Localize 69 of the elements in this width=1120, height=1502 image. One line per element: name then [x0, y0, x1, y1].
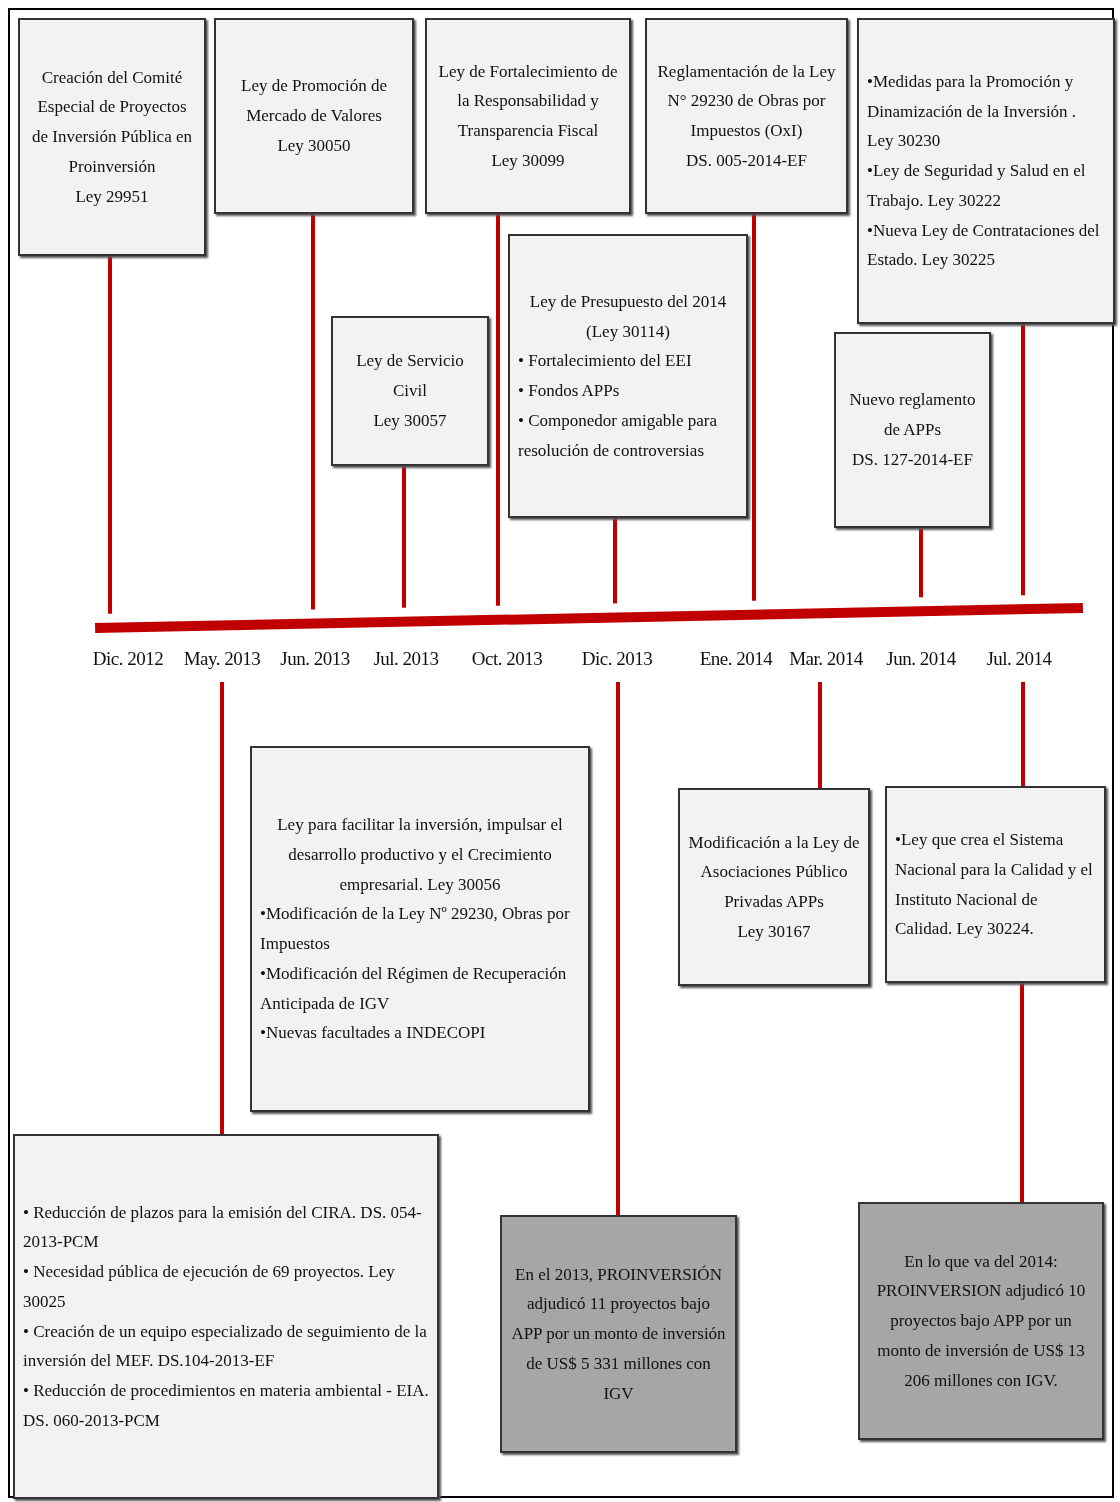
date-label: Jun. 2013	[275, 644, 355, 672]
law-box	[331, 316, 489, 466]
connector-line	[402, 466, 406, 608]
connector-line	[616, 682, 620, 1215]
law-box	[425, 18, 631, 214]
box-heading: Nuevo reglamento de APPs	[848, 389, 977, 442]
box-text: • Fondos APPs	[518, 380, 621, 402]
connector-line	[919, 528, 923, 598]
box-text: •Medidas para la Promoción y Dinamización de la Inversión . Ley 30230	[867, 70, 1078, 153]
date-label: Mar. 2014	[786, 644, 866, 672]
box-text: •Modificación del Régimen de Recuperación Anticipada de IGV	[260, 962, 568, 1015]
box-heading: Ley 30099	[490, 149, 566, 172]
connector-line	[818, 682, 822, 788]
connector-line	[752, 214, 756, 601]
connector-line	[1020, 983, 1024, 1202]
box-text: •Modificación de la Ley Nº 29230, Obras por Impuestos	[260, 903, 571, 955]
box-heading: En lo que va del 2014: PROINVERSION adjudicó 10 proyectos bajo APP por un monto de inversión de US$ 13 206 millones con IGV.	[875, 1250, 1087, 1392]
box-text: • Componedor amigable para resolución de controversias	[518, 409, 719, 462]
box-text: • Fortalecimiento del EEI	[518, 350, 693, 373]
law-box	[885, 786, 1106, 983]
summary-box	[500, 1215, 737, 1453]
law-box	[18, 18, 206, 256]
box-heading: Ley de Servicio Civil	[355, 350, 465, 403]
box-heading: DS. 005-2014-EF	[685, 149, 808, 172]
connector-line	[108, 256, 112, 614]
box-text: • Reducción de plazos para la emisión del CIRA. DS. 054-2013-PCM	[23, 1201, 423, 1254]
box-heading: En el 2013, PROINVERSIÓN adjudicó 11 proyectos bajo APP por un monto de inversión de US$ 5 331 millones con IGV	[510, 1263, 727, 1405]
box-heading: Ley 30167	[736, 920, 812, 943]
summary-box	[858, 1202, 1104, 1440]
box-heading: Ley de Presupuesto del 2014 (Ley 30114)	[528, 290, 728, 343]
connector-line	[1021, 324, 1025, 596]
box-heading: Ley 30057	[372, 409, 448, 432]
box-heading: Ley 30050	[276, 134, 352, 157]
date-label: Dic. 2013	[577, 644, 657, 672]
box-text: •Ley de Seguridad y Salud en el Trabajo. Ley 30222	[867, 160, 1087, 212]
law-box	[250, 746, 590, 1112]
law-box	[678, 788, 870, 986]
box-heading: Ley 29951	[74, 185, 150, 208]
law-box	[857, 18, 1115, 324]
box-heading: Modificación a la Ley de Asociaciones Público Privadas APPs	[688, 831, 860, 913]
box-heading: DS. 127-2014-EF	[851, 448, 974, 471]
box-heading: Ley de Promoción de Mercado de Valores	[240, 75, 388, 128]
law-box	[645, 18, 848, 214]
box-text: • Creación de un equipo especializado de seguimiento de la inversión del MEF. DS.104-2013-EF	[23, 1320, 428, 1373]
box-heading: Creación del Comité Especial de Proyectos de Inversión Pública en Proinversión	[30, 66, 193, 178]
law-box	[834, 332, 991, 528]
box-heading: Ley de Fortalecimiento de la Responsabilidad y Transparencia Fiscal	[437, 60, 619, 142]
box-text: • Necesidad pública de ejecución de 69 proyectos. Ley 30025	[23, 1261, 396, 1313]
connector-line	[311, 214, 315, 610]
date-label: Oct. 2013	[467, 644, 547, 672]
box-heading: Ley para facilitar la inversión, impulsar el desarrollo productivo y el Crecimiento empresarial. Ley 30056	[276, 814, 564, 896]
date-label: Jul. 2014	[979, 644, 1059, 672]
box-text: •Nueva Ley de Contrataciones del Estado. Ley 30225	[867, 219, 1101, 272]
date-label: May. 2013	[182, 644, 262, 672]
date-label: Dic. 2012	[88, 644, 168, 672]
connector-line	[613, 518, 617, 604]
date-label: Jun. 2014	[881, 644, 961, 672]
date-label: Jul. 2013	[366, 644, 446, 672]
connector-line	[220, 682, 224, 1134]
law-box	[214, 18, 414, 214]
connector-line	[496, 214, 500, 606]
date-label: Ene. 2014	[696, 644, 776, 672]
box-text: • Reducción de procedimientos en materia ambiental - EIA. DS. 060-2013-PCM	[23, 1380, 429, 1432]
law-box	[508, 234, 748, 518]
box-text: •Nuevas facultades a INDECOPI	[260, 1022, 487, 1045]
law-box	[13, 1134, 439, 1499]
connector-line	[1021, 682, 1025, 786]
box-heading: Reglamentación de la Ley N° 29230 de Obras por Impuestos (OxI)	[656, 60, 837, 142]
box-text: •Ley que crea el Sistema Nacional para la Calidad y el Instituto Nacional de Calidad. Ley 30224.	[895, 829, 1094, 941]
